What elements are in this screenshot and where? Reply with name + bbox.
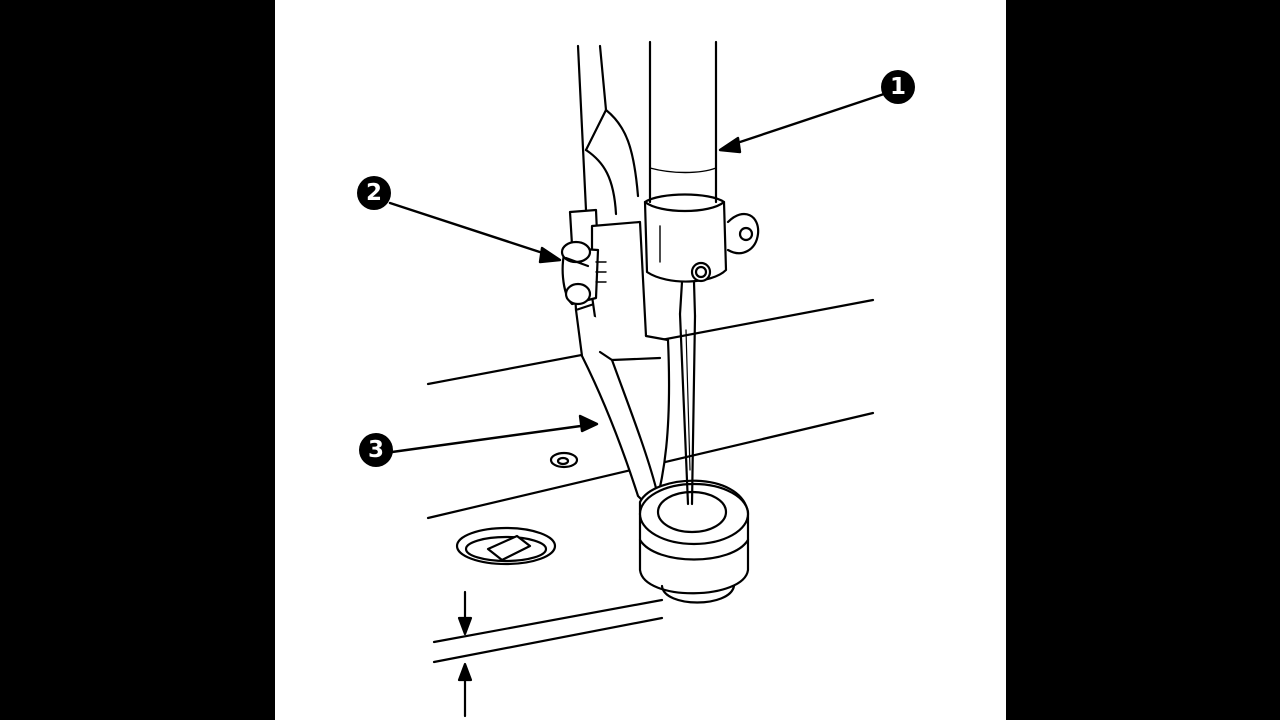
sewing-machine-diagram [388, 40, 886, 718]
needle-bar [643, 40, 760, 283]
needle [678, 280, 697, 506]
callout-3-badge: 3 [359, 433, 393, 467]
plate-hole [549, 451, 579, 469]
illustration-panel: 1 2 3 [275, 0, 1006, 720]
throat-plate-slot [455, 526, 557, 566]
presser-foot-screw [560, 240, 607, 306]
clearance-dimension [432, 590, 664, 718]
presser-bar [576, 44, 640, 216]
callout-2-badge: 2 [357, 176, 391, 210]
leader-arrows [388, 92, 886, 454]
callout-1-badge: 1 [881, 70, 915, 104]
